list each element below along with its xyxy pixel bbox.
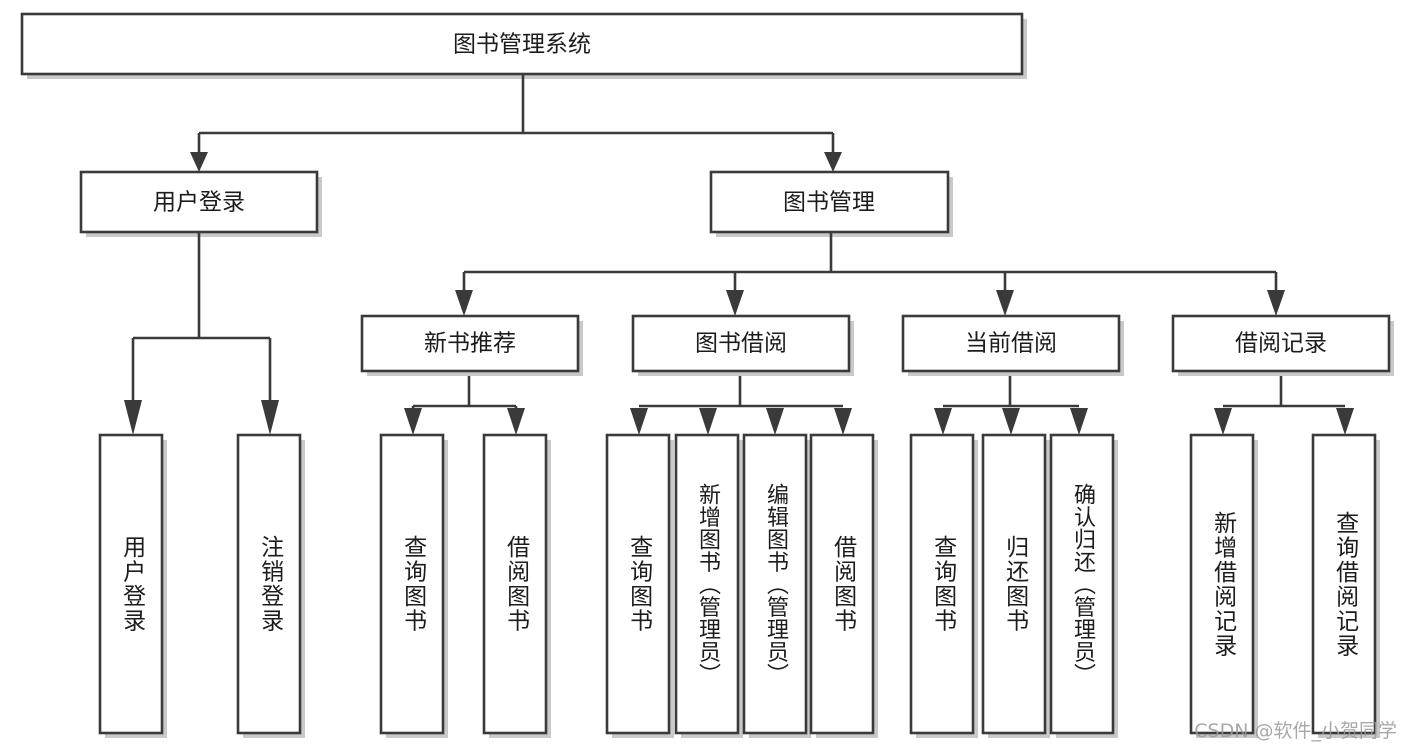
node-new-book-rec-box[interactable] bbox=[360, 314, 580, 373]
arrow-leaf bbox=[699, 408, 717, 435]
arrow-leaf bbox=[1002, 408, 1020, 435]
node-user-login[interactable]: 用户登录 bbox=[79, 170, 319, 234]
node-new-book-rec[interactable]: 新书推荐 bbox=[360, 314, 580, 373]
node-user-login-box[interactable] bbox=[79, 170, 319, 234]
arrow-to-book-manage bbox=[824, 152, 842, 172]
leaf-box-user-login[interactable] bbox=[98, 433, 164, 735]
node-user-login-label: 用户登录 bbox=[153, 190, 245, 216]
node-borrow-record[interactable]: 借阅记录 bbox=[1171, 314, 1391, 373]
node-current-borrow-label: 当前借阅 bbox=[965, 331, 1057, 357]
node-book-manage[interactable]: 图书管理 bbox=[709, 170, 950, 234]
arrow-leaf bbox=[834, 408, 852, 435]
arrow-to-book-borrow bbox=[726, 290, 744, 316]
connectors bbox=[124, 74, 1354, 435]
leaf-box-return-book[interactable] bbox=[981, 433, 1047, 735]
node-new-book-rec-label: 新书推荐 bbox=[424, 331, 516, 357]
leaf-box-add-record[interactable] bbox=[1189, 433, 1255, 735]
arrow-leaf bbox=[1214, 408, 1232, 435]
leaf-box-query-record[interactable] bbox=[1311, 433, 1377, 735]
leaf-box-query-book-2[interactable] bbox=[605, 433, 671, 735]
node-book-borrow-box[interactable] bbox=[631, 314, 851, 373]
arrow-to-user-login bbox=[190, 152, 208, 172]
node-book-manage-box[interactable] bbox=[709, 170, 950, 234]
leaf-box-borrow-book-2[interactable] bbox=[809, 433, 875, 735]
node-book-borrow-label: 图书借阅 bbox=[695, 331, 787, 357]
arrow-to-new-book-rec bbox=[455, 290, 473, 316]
node-root[interactable]: 图书管理系统 bbox=[20, 12, 1024, 76]
arrow-to-borrow-record bbox=[1267, 290, 1285, 316]
arrow-leaf bbox=[404, 408, 422, 435]
node-current-borrow-box[interactable] bbox=[901, 314, 1121, 373]
arrow-leaf bbox=[124, 400, 142, 435]
arrow-leaf bbox=[1336, 408, 1354, 435]
leaf-box-user-logout[interactable] bbox=[236, 433, 302, 735]
arrow-leaf bbox=[507, 408, 525, 435]
arrow-leaf bbox=[630, 408, 648, 435]
node-current-borrow[interactable]: 当前借阅 bbox=[901, 314, 1121, 373]
arrow-leaf bbox=[261, 400, 279, 435]
node-borrow-record-box[interactable] bbox=[1171, 314, 1391, 373]
node-borrow-record-label: 借阅记录 bbox=[1235, 331, 1327, 357]
arrow-leaf bbox=[766, 408, 784, 435]
arrow-leaf bbox=[1070, 408, 1088, 435]
leaf-box-edit-book[interactable] bbox=[742, 433, 808, 735]
node-book-borrow[interactable]: 图书借阅 bbox=[631, 314, 851, 373]
leaf-box-borrow-book-1[interactable] bbox=[482, 433, 548, 735]
leaf-box-query-book-1[interactable] bbox=[379, 433, 445, 735]
leaf-box-add-book[interactable] bbox=[674, 433, 740, 735]
node-book-manage-label: 图书管理 bbox=[783, 190, 875, 216]
node-root-label: 图书管理系统 bbox=[453, 32, 591, 58]
leaf-boxes[interactable] bbox=[98, 433, 1377, 735]
leaf-box-confirm-return[interactable] bbox=[1049, 433, 1115, 735]
leaf-box-query-book-3[interactable] bbox=[909, 433, 975, 735]
arrow-to-current-borrow bbox=[996, 290, 1014, 316]
node-root-box[interactable] bbox=[20, 12, 1024, 76]
arrow-leaf bbox=[934, 408, 952, 435]
